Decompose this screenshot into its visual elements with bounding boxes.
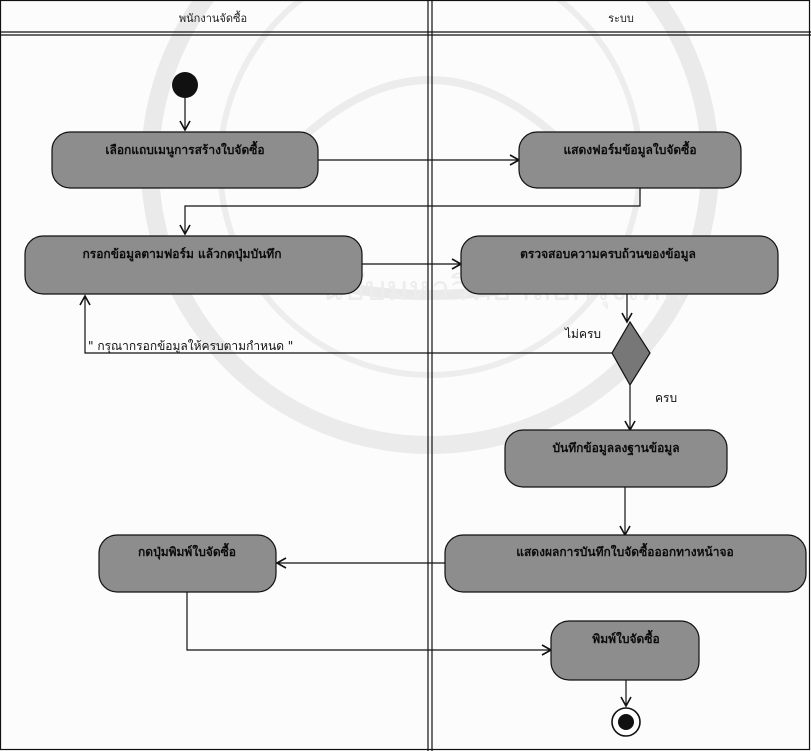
svg-text:แสดงผลการบันทึกใบจัดซื้อออกทาง: แสดงผลการบันทึกใบจัดซื้อออกทางหน้าจอ [516,542,733,559]
action-fill-form: กรอกข้อมูลตามฟอร์ม แล้วกดปุ่มบันทึก [24,235,363,295]
svg-text:แสดงฟอร์มข้อมูลใบจัดซื้อ: แสดงฟอร์มข้อมูลใบจัดซื้อ [563,140,696,158]
svg-text:บันทึกข้อมูลลงฐานข้อมูล: บันทึกข้อมูลลงฐานข้อมูล [552,441,679,456]
svg-text:ตรวจสอบความครบถ้วนของข้อมูล: ตรวจสอบความครบถ้วนของข้อมูล [520,247,696,262]
action-select-menu: เลือกแถบเมนูการสร้างใบจัดซื้อ [51,131,319,189]
control-flows [79,98,641,708]
lane-title-system: ระบบ [608,12,634,25]
svg-text:กดปุ่มพิมพ์ใบจัดซื้อ: กดปุ่มพิมพ์ใบจัดซื้อ [138,542,236,560]
guard-complete: ครบ [655,391,677,405]
action-print-order: พิมพ์ใบจัดซื้อ [550,620,700,681]
guard-incomplete: ไม่ครบ [564,327,601,341]
validation-message: " กรุณากรอกข้อมูลให้ครบตามกำหนด " [88,339,293,354]
action-print-button: กดปุ่มพิมพ์ใบจัดซื้อ [98,534,277,593]
start-node [172,72,198,98]
action-show-form: แสดงฟอร์มข้อมูลใบจัดซื้อ [518,131,742,189]
svg-text:เลือกแถบเมนูการสร้างใบจัดซื้อ: เลือกแถบเมนูการสร้างใบจัดซื้อ [105,140,264,158]
action-show-result: แสดงผลการบันทึกใบจัดซื้อออกทางหน้าจอ [444,534,807,593]
end-node [611,707,641,737]
decision-diamond [611,320,651,387]
action-check-data: ตรวจสอบความครบถ้วนของข้อมูล [460,235,779,295]
svg-text:กรอกข้อมูลตามฟอร์ม แล้วกดปุ่มบ: กรอกข้อมูลตามฟอร์ม แล้วกดปุ่มบันทึก [83,247,282,262]
lane-title-purchasing-staff: พนักงานจัดซื้อ [179,10,247,25]
svg-text:พิมพ์ใบจัดซื้อ: พิมพ์ใบจัดซื้อ [592,629,659,646]
action-save-db: บันทึกข้อมูลลงฐานข้อมูล [504,429,728,488]
